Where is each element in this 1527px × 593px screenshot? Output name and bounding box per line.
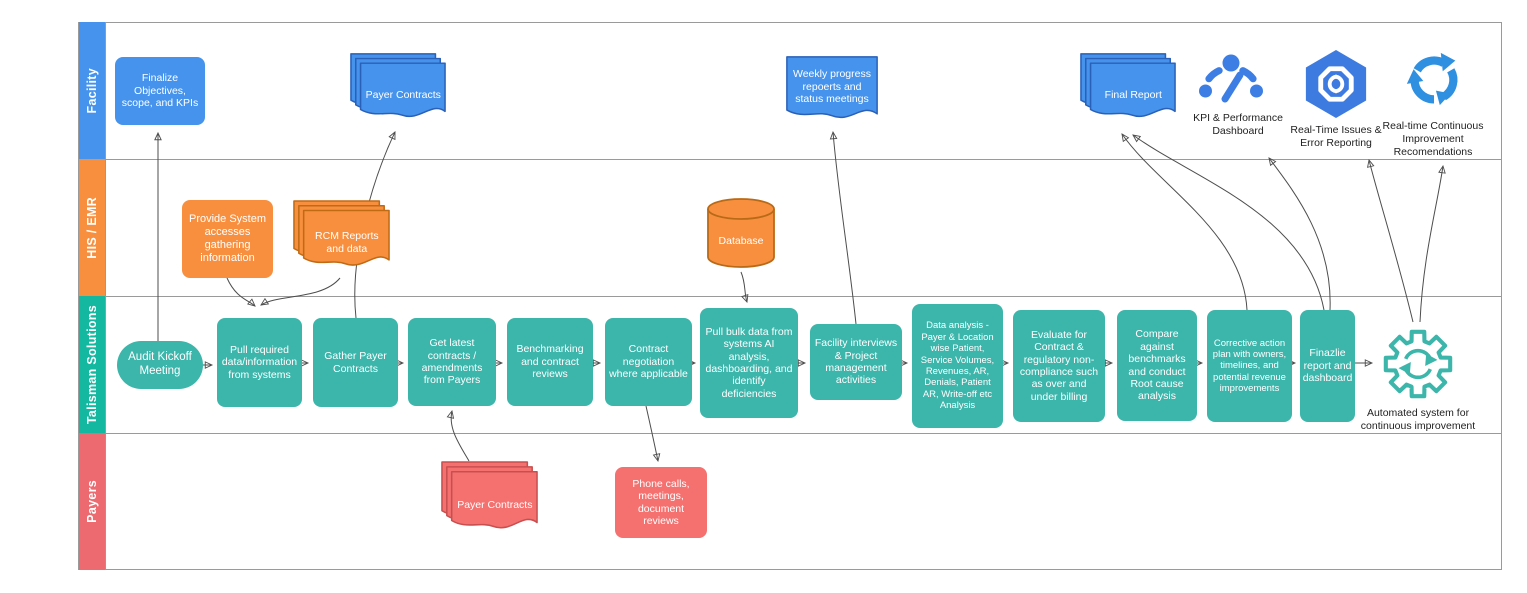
node-label: Payer Contracts xyxy=(457,498,533,511)
node-label: Audit Kickoff Meeting xyxy=(128,351,192,377)
lane-label: Talisman Solutions xyxy=(85,304,99,425)
lane-label: HIS / EMR xyxy=(85,196,99,259)
kpi-dashboard-label: KPI & Performance Dashboard xyxy=(1193,112,1283,138)
node-label: Provide System accesses gathering inform… xyxy=(188,213,267,264)
node-benchmarking[interactable]: Benchmarking and contract reviews xyxy=(507,318,593,406)
node-pull-bulk[interactable]: Pull bulk data from systems AI analysis,… xyxy=(700,308,798,418)
lane-header-his-emr: HIS / EMR xyxy=(79,159,105,296)
node-weekly-progress[interactable]: Weekly progress repoerts and status meet… xyxy=(785,55,879,129)
node-label: Finalize Objectives, scope, and KPIs xyxy=(121,72,199,110)
lane-label: Facility xyxy=(85,67,99,114)
node-label: Database xyxy=(718,234,764,247)
automated-system-label: Automated system for continuous improvem… xyxy=(1360,407,1476,433)
node-label: RCM Reports and data xyxy=(315,230,379,255)
node-database[interactable]: Database xyxy=(705,196,777,272)
lane-header-talisman: Talisman Solutions xyxy=(79,296,105,433)
node-label: Compare against benchmarks and conduct R… xyxy=(1128,328,1186,403)
node-audit-kickoff[interactable]: Audit Kickoff Meeting xyxy=(117,341,203,389)
node-payer-contracts-payers[interactable]: Payer Contracts xyxy=(441,461,538,541)
node-label: Weekly progress repoerts and status meet… xyxy=(792,67,871,106)
database-cylinder-icon xyxy=(707,198,775,268)
node-data-analysis[interactable]: Data analysis - Payer & Location wise Pa… xyxy=(912,304,1003,428)
multi-document-icon xyxy=(441,461,538,529)
realtime-issues-icon[interactable] xyxy=(1302,48,1370,120)
node-provide-access[interactable]: Provide System accesses gathering inform… xyxy=(182,200,273,278)
node-label: Facility interviews & Project management… xyxy=(814,337,898,387)
node-evaluate[interactable]: Evaluate for Contract & regulatory non-c… xyxy=(1013,310,1105,422)
node-finazlie-report[interactable]: Finazlie report and dashboard xyxy=(1300,310,1355,422)
lane-divider xyxy=(78,433,1502,434)
node-gather-payer[interactable]: Gather Payer Contracts xyxy=(313,318,398,407)
node-label: Gather Payer Contracts xyxy=(324,350,387,375)
node-label: Pull required data/information from syst… xyxy=(221,343,298,381)
node-payer-contracts-facility[interactable]: Payer Contracts xyxy=(350,53,446,129)
node-compare[interactable]: Compare against benchmarks and conduct R… xyxy=(1117,310,1197,421)
node-label: Payer Contracts xyxy=(365,88,441,101)
node-facility-interviews[interactable]: Facility interviews & Project management… xyxy=(810,324,902,400)
document-icon xyxy=(786,56,878,119)
lane-divider xyxy=(78,296,1502,297)
node-finalize-objectives[interactable]: Finalize Objectives, scope, and KPIs xyxy=(115,57,205,125)
lane-divider xyxy=(78,159,1502,160)
automated-system-gear-icon[interactable] xyxy=(1377,322,1459,406)
lane-header-facility: Facility xyxy=(79,22,105,159)
multi-document-icon xyxy=(350,53,446,118)
realtime-issues-label: Real-Time Issues & Error Reporting xyxy=(1290,124,1382,150)
node-rcm-reports[interactable]: RCM Reports and data xyxy=(293,200,390,278)
node-label: Benchmarking and contract reviews xyxy=(516,343,584,381)
realtime-ci-label: Real-time Continuous Improvement Recomen… xyxy=(1382,120,1484,159)
node-contract-negotiation[interactable]: Contract negotiation where applicable xyxy=(605,318,692,406)
node-label: Evaluate for Contract & regulatory non-c… xyxy=(1019,328,1099,403)
multi-document-icon xyxy=(1080,53,1176,118)
node-final-report[interactable]: Final Report xyxy=(1080,53,1176,129)
node-corrective[interactable]: Corrective action plan with owners, time… xyxy=(1207,310,1292,422)
lane-header-payers: Payers xyxy=(79,433,105,570)
node-get-latest[interactable]: Get latest contracts / amendments from P… xyxy=(408,318,496,406)
node-label: Contract negotiation where applicable xyxy=(609,343,688,381)
node-label: Finazlie report and dashboard xyxy=(1302,347,1353,385)
node-label: Corrective action plan with owners, time… xyxy=(1212,337,1287,395)
node-label: Data analysis - Payer & Location wise Pa… xyxy=(920,320,995,412)
lane-header-divider xyxy=(105,22,106,570)
node-pull-required[interactable]: Pull required data/information from syst… xyxy=(217,318,302,407)
lane-label: Payers xyxy=(85,480,99,523)
realtime-ci-icon[interactable] xyxy=(1402,46,1466,112)
node-label: Pull bulk data from systems AI analysis,… xyxy=(705,325,793,400)
node-label: Phone calls, meetings, document reviews xyxy=(632,477,690,527)
node-phone-calls[interactable]: Phone calls, meetings, document reviews xyxy=(615,467,707,538)
multi-document-icon xyxy=(293,200,390,266)
node-label: Get latest contracts / amendments from P… xyxy=(421,337,483,387)
kpi-dashboard-icon[interactable] xyxy=(1198,54,1264,108)
node-label: Final Report xyxy=(1104,88,1162,101)
